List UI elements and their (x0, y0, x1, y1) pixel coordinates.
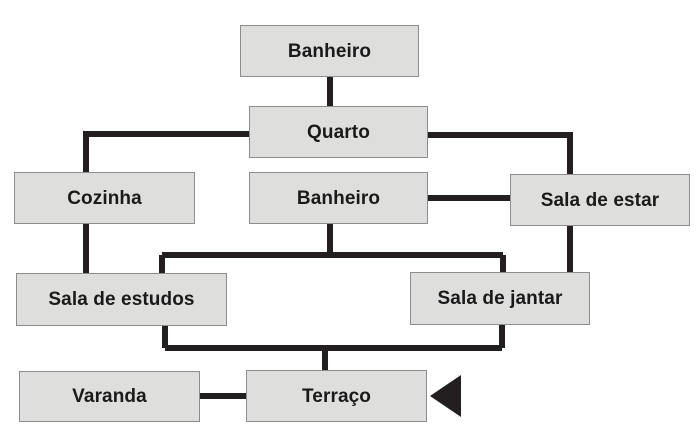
node-label: Cozinha (67, 187, 142, 209)
node-label: Sala de jantar (437, 288, 563, 309)
node-label: Sala de estudos (48, 289, 195, 310)
node-sala-de-estudos[interactable]: Sala de estudos (16, 273, 227, 326)
node-sala-de-estar[interactable]: Sala de estar (510, 174, 690, 226)
left-pointing-triangle-cursor-icon (430, 375, 461, 417)
node-quarto[interactable]: Quarto (249, 106, 428, 158)
edge-quarto-sala-de-estar (428, 132, 573, 174)
node-sala-de-jantar[interactable]: Sala de jantar (410, 272, 590, 325)
node-banheiro-mid[interactable]: Banheiro (249, 172, 428, 224)
node-label: Quarto (307, 121, 370, 143)
node-terraco[interactable]: Terraço (246, 370, 427, 422)
node-label: Sala de estar (540, 189, 660, 211)
node-label: Banheiro (287, 40, 372, 62)
node-label: Varanda (72, 386, 147, 407)
node-label: Banheiro (296, 187, 381, 209)
node-cozinha[interactable]: Cozinha (14, 172, 195, 224)
node-varanda[interactable]: Varanda (19, 371, 200, 422)
node-label: Terraço (302, 385, 371, 407)
node-banheiro-top[interactable]: Banheiro (240, 25, 419, 77)
edge-quarto-cozinha (83, 131, 249, 172)
